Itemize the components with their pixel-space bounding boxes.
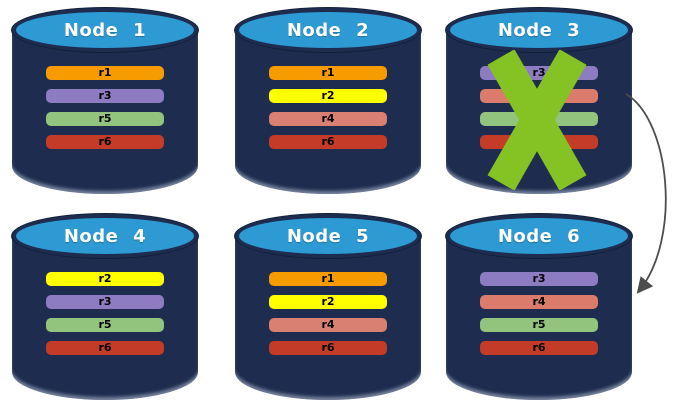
replica-bar: r1 — [46, 66, 164, 80]
replica-bar-label: r2 — [321, 89, 335, 102]
replica-bar-label: r6 — [321, 135, 335, 148]
replica-bars: r2 r3 r5 r6 — [46, 272, 164, 355]
node-cylinder-body — [12, 235, 198, 400]
node-title: Node 4 — [63, 225, 147, 247]
replica-bar: r6 — [480, 341, 598, 355]
replica-bar-label: r3 — [532, 66, 546, 79]
node-cylinder-body — [446, 235, 632, 400]
replica-bar-label: r3 — [98, 295, 112, 308]
replica-bar: r3 — [480, 272, 598, 286]
replica-bar-label: r2 — [98, 272, 112, 285]
node-1: r1 r3 r5 r6 Node 1 — [12, 8, 198, 194]
replica-bar-label: r1 — [98, 66, 112, 79]
node-cylinder-top: Node 4 — [12, 214, 198, 258]
node-cylinder-body — [235, 29, 421, 194]
node-2: r1 r2 r4 r6 Node 2 — [235, 8, 421, 194]
node-title: Node 3 — [497, 19, 581, 41]
replica-bar-label: r3 — [532, 272, 546, 285]
replica-bars: r3 r4 r5 r6 — [480, 272, 598, 355]
replica-bar: r2 — [269, 295, 387, 309]
node-cylinder-top: Node 5 — [235, 214, 421, 258]
replica-bars: r1 r3 r5 r6 — [46, 66, 164, 149]
replica-bar-label: r4 — [321, 112, 335, 125]
node-5: r1 r2 r4 r6 Node 5 — [235, 214, 421, 400]
replica-bar: r6 — [46, 135, 164, 149]
replica-bar-label: r6 — [321, 341, 335, 354]
replica-bar: r6 — [269, 341, 387, 355]
replica-bars: r1 r2 r4 r6 — [269, 272, 387, 355]
replica-bar: r3 — [46, 295, 164, 309]
replica-bar: r2 — [269, 89, 387, 103]
node-cylinder-top: Node 6 — [446, 214, 632, 258]
node-4: r2 r3 r5 r6 Node 4 — [12, 214, 198, 400]
node-6: r3 r4 r5 r6 Node 6 — [446, 214, 632, 400]
replica-bar: r4 — [269, 318, 387, 332]
replica-bars: r1 r2 r4 r6 — [269, 66, 387, 149]
node-title: Node 2 — [286, 19, 370, 41]
replica-bar: r3 — [46, 89, 164, 103]
replica-bar-label: r2 — [321, 295, 335, 308]
replica-bar: r5 — [480, 318, 598, 332]
node-cylinder-top: Node 3 — [446, 8, 632, 52]
replica-bar: r1 — [269, 272, 387, 286]
replica-bar: r6 — [269, 135, 387, 149]
replica-bar-label: r5 — [98, 112, 112, 125]
replica-bar-label: r4 — [321, 318, 335, 331]
replica-bar-label: r6 — [98, 135, 112, 148]
replica-bar: r5 — [46, 112, 164, 126]
node-3: r3 r4 r5 r6 Node 3 — [446, 8, 632, 194]
replica-bar-label: r1 — [321, 272, 335, 285]
node-cylinder-body — [235, 235, 421, 400]
replica-bar-label: r6 — [98, 341, 112, 354]
node-cylinder-body — [12, 29, 198, 194]
replica-bar: r6 — [46, 341, 164, 355]
replica-bar: r5 — [46, 318, 164, 332]
node-title: Node 5 — [286, 225, 370, 247]
node-title: Node 1 — [63, 19, 147, 41]
replica-bar: r2 — [46, 272, 164, 286]
replica-bar-label: r4 — [532, 295, 546, 308]
replica-bar-label: r6 — [532, 341, 546, 354]
x-stroke — [487, 50, 587, 190]
node-cylinder-top: Node 2 — [235, 8, 421, 52]
replica-bar: r1 — [269, 66, 387, 80]
node-title: Node 6 — [497, 225, 581, 247]
replica-bar-label: r1 — [321, 66, 335, 79]
replica-bar: r4 — [480, 295, 598, 309]
node-cylinder-top: Node 1 — [12, 8, 198, 52]
replica-bar-label: r3 — [98, 89, 112, 102]
replica-bar: r4 — [269, 112, 387, 126]
failure-x-icon — [487, 50, 587, 190]
replica-bar-label: r5 — [98, 318, 112, 331]
replica-bar-label: r5 — [532, 318, 546, 331]
